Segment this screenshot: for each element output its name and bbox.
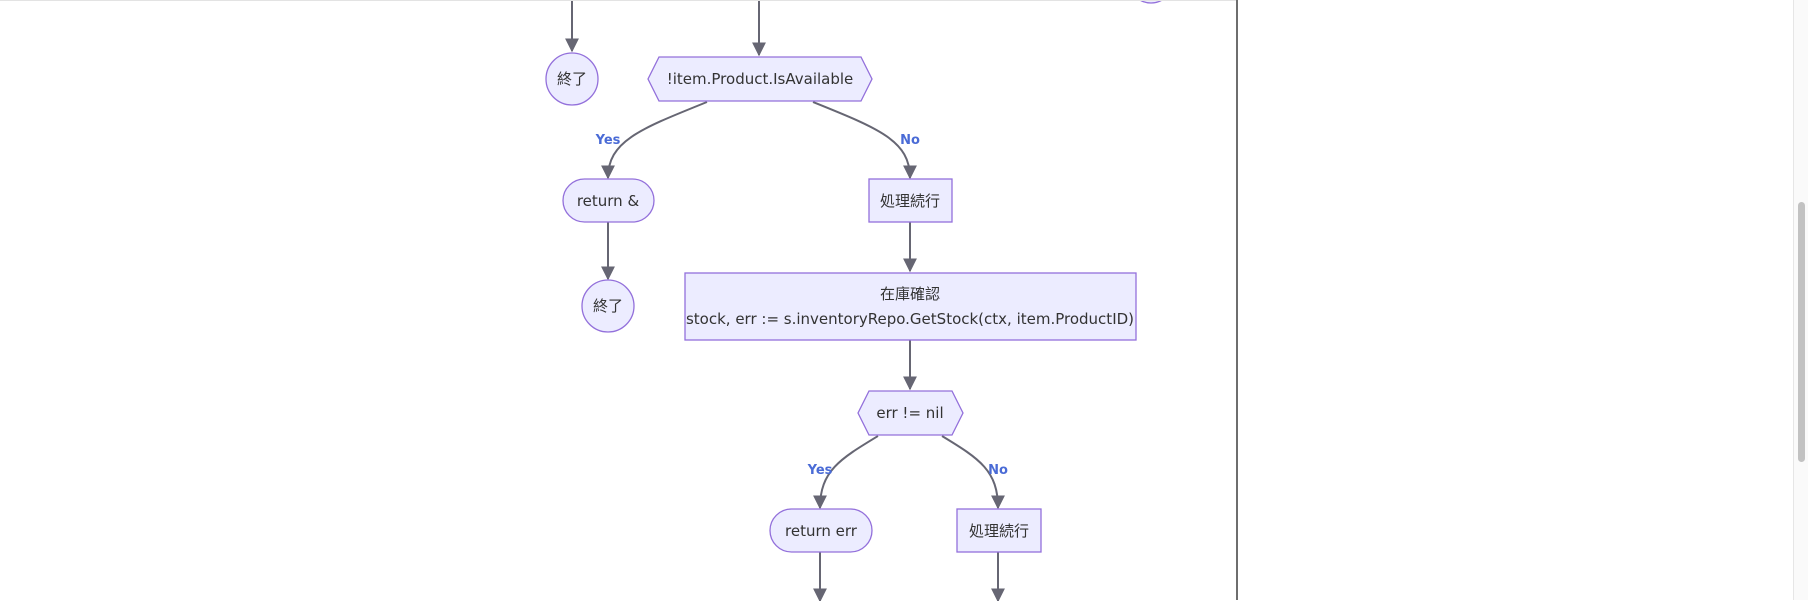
edge-no-1	[812, 101, 917, 180]
return-err-label: return err	[785, 522, 858, 540]
edge-label-no-1: No	[900, 133, 920, 148]
edge-label-no-2: No	[988, 463, 1008, 478]
continue-node-2-label: 処理続行	[969, 522, 1029, 540]
decision-err-nil-label: err != nil	[876, 404, 943, 422]
return-amp-node: return &	[562, 178, 655, 223]
flowchart-canvas: Yes No Yes No 終了 !item.Product.IsAvailab…	[0, 0, 1236, 603]
stock-check-code: stock, err := s.inventoryRepo.GetStock(c…	[686, 310, 1134, 328]
end-node-2: 終了	[581, 279, 635, 333]
decision-product-available: !item.Product.IsAvailable	[647, 56, 873, 102]
right-pane	[1238, 0, 1793, 600]
edge-yes-2	[813, 435, 879, 510]
flowchart-svg: Yes No Yes No 終了 !item.Product.IsAvailab…	[545, 0, 1164, 603]
end-node-1: 終了	[545, 52, 599, 106]
decision-product-available-label: !item.Product.IsAvailable	[667, 70, 854, 88]
end-node-2-label: 終了	[593, 297, 623, 315]
edge-label-yes-2: Yes	[807, 463, 833, 478]
edge-label-yes-1: Yes	[595, 133, 621, 148]
continue-node-2: 処理続行	[956, 508, 1042, 553]
stock-check-title: 在庫確認	[880, 285, 940, 303]
decision-err-nil: err != nil	[857, 390, 964, 436]
return-amp-label: return &	[577, 192, 640, 210]
return-err-node: return err	[769, 508, 873, 553]
pane-divider[interactable]	[1236, 0, 1238, 600]
partial-node-top	[1138, 0, 1164, 4]
scrollbar-thumb[interactable]	[1798, 202, 1805, 462]
end-node-1-label: 終了	[557, 70, 587, 88]
stock-check-node: 在庫確認 stock, err := s.inventoryRepo.GetSt…	[684, 272, 1137, 341]
edge-yes-1	[601, 101, 708, 180]
vertical-scrollbar[interactable]	[1793, 0, 1808, 600]
continue-node-1-label: 処理続行	[880, 192, 940, 210]
edge-no-2	[941, 435, 1005, 510]
continue-node-1: 処理続行	[868, 178, 953, 223]
